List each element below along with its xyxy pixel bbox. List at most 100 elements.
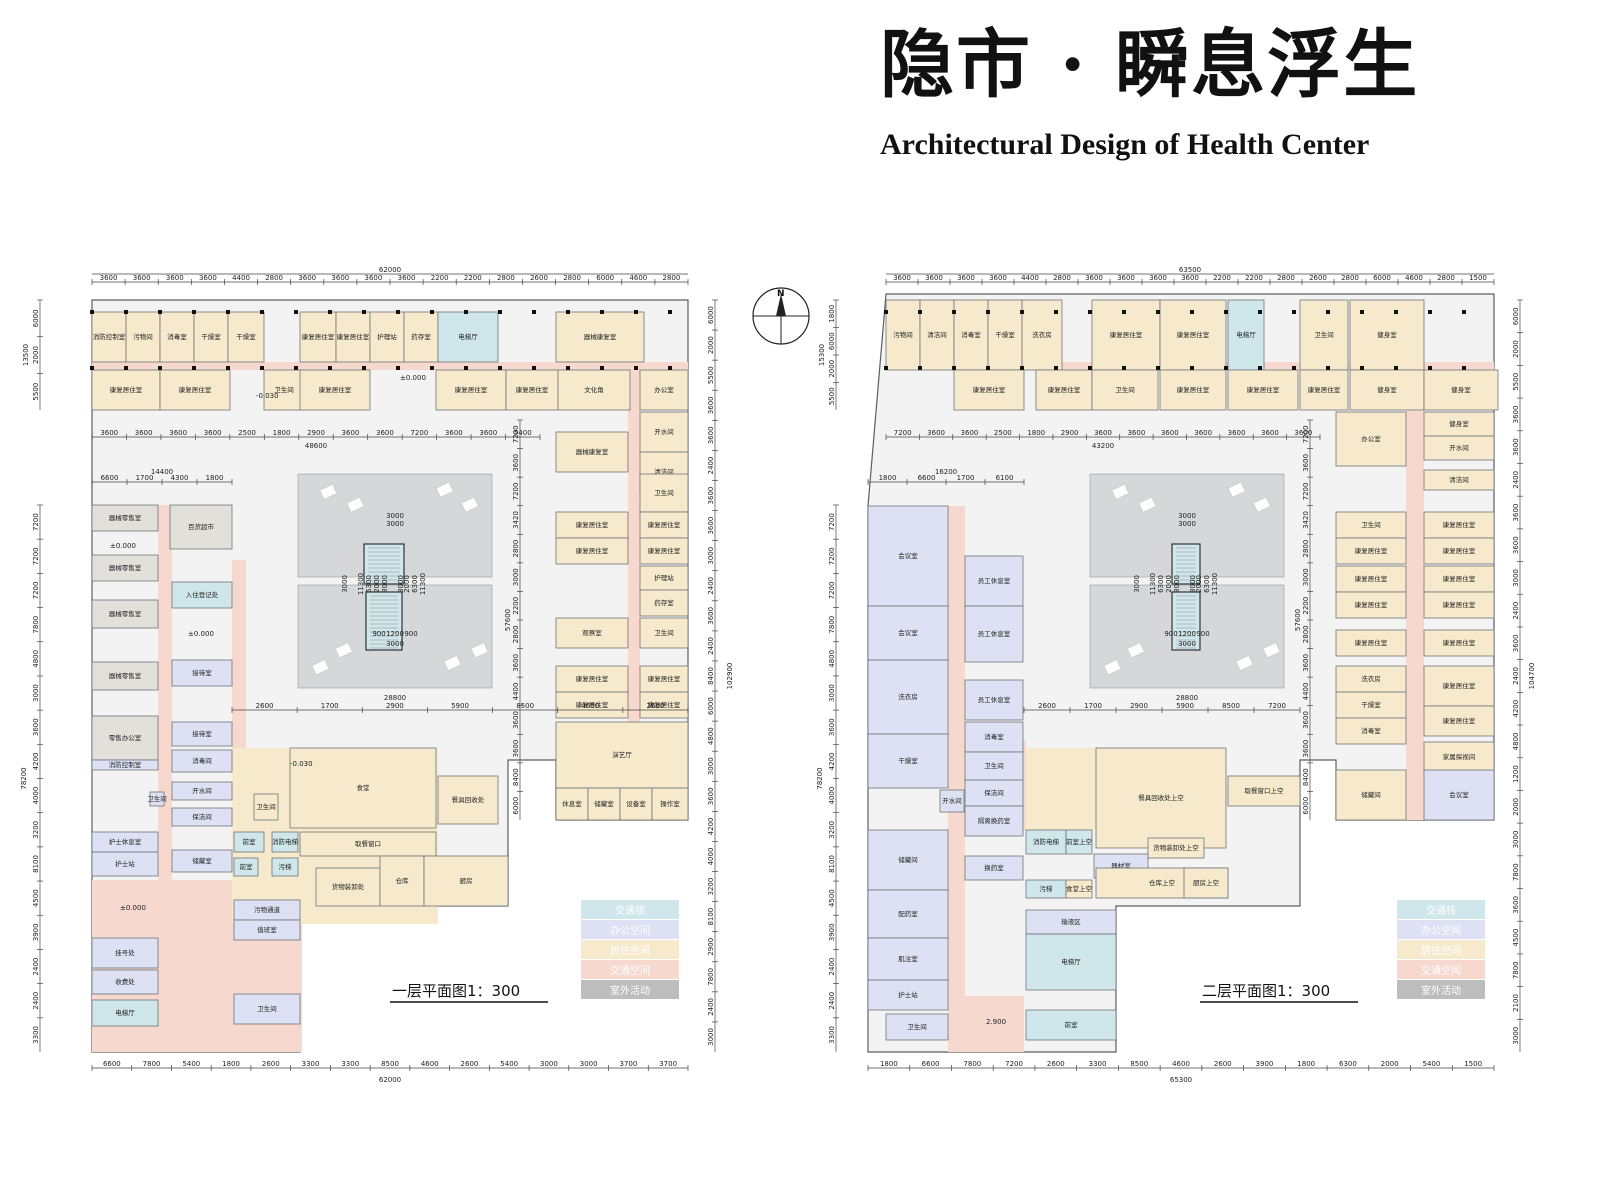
dimension-label: 3200	[32, 821, 40, 839]
dimension-label: 2400	[32, 992, 40, 1010]
courtyard	[297, 473, 493, 689]
room-label: 办公室	[654, 385, 674, 394]
room-label: 康复居住室	[1355, 546, 1388, 555]
dimension-total: 78200	[20, 767, 28, 789]
dimension-label: 3600	[1512, 406, 1520, 424]
dimension-label: 6600	[101, 474, 119, 482]
dimension-label: 7200	[1005, 1060, 1023, 1068]
room: 前室	[1025, 1009, 1117, 1041]
dimension-label: 900	[404, 630, 417, 638]
dimension-total: 48600	[305, 442, 327, 450]
dimension-label: 3600	[512, 740, 520, 758]
dimension-label: 3600	[1512, 438, 1520, 456]
room-label: 干燥室	[236, 332, 256, 341]
dimension-label: 3600	[512, 454, 520, 472]
room-label: 保洁间	[192, 812, 212, 821]
room: 健身室	[1423, 411, 1495, 437]
dimension-label: 3600	[1094, 429, 1112, 437]
dimension-label: 6000	[828, 332, 836, 350]
room-label: 零售办公室	[109, 733, 142, 742]
elevation-label: ±0.000	[110, 542, 136, 550]
legend-label: 居住空间	[1421, 944, 1461, 957]
dimension-label: 1800	[206, 474, 224, 482]
room: 员工休息室	[964, 605, 1024, 663]
dimension-label: 3600	[1302, 740, 1310, 758]
room-label: 卫生间	[907, 1022, 927, 1031]
room-label: 健身室	[1449, 419, 1469, 428]
dimension-label: 8400	[1302, 768, 1310, 786]
dimension-label: 3000	[1302, 568, 1310, 586]
dimension-label: 11300	[419, 573, 427, 595]
dimension-label: 4000	[828, 787, 836, 805]
room-label: 仓库上空	[1149, 878, 1176, 887]
dimension-label: 5500	[707, 366, 715, 384]
dimension-label: 3000	[1173, 575, 1181, 593]
room: 休息室	[555, 787, 589, 821]
room: 电梯厅	[437, 311, 499, 363]
dimension-label: 7800	[828, 616, 836, 634]
room-label: 清洁间	[1449, 475, 1469, 484]
room-label: 卫生间	[257, 1004, 277, 1013]
room: 消毒间	[171, 749, 233, 773]
dimension-label: 4500	[32, 889, 40, 907]
room: 餐具回收处上空	[1095, 747, 1227, 849]
room-label: 卫生间	[984, 761, 1004, 770]
room: 储藏室	[587, 787, 621, 821]
dimension-label: 2400	[1512, 667, 1520, 685]
room: 入住登记处	[171, 581, 233, 609]
dimension-label: 3600	[1085, 274, 1103, 282]
room: 康复居住室	[299, 311, 337, 363]
dimension-label: 8400	[707, 667, 715, 685]
room: 货物装卸处	[315, 867, 381, 907]
room: 康复居住室	[555, 691, 629, 719]
elevation-label: 2.900	[986, 1018, 1006, 1026]
room: 康复居住室	[1423, 665, 1495, 707]
stair-core	[1171, 591, 1201, 651]
room: 会议室	[867, 505, 949, 607]
room-label: 干燥室	[1361, 700, 1381, 709]
dimension-label: 4600	[1405, 274, 1423, 282]
room: 康复居住室	[159, 369, 231, 411]
room-label: 器械康复室	[576, 447, 609, 456]
room: 卫生间	[1091, 369, 1159, 411]
room: 康复居住室	[1423, 565, 1495, 593]
room-label: 护士站	[898, 990, 918, 999]
room-label: 挂号处	[115, 948, 135, 957]
room-label: 员工休息室	[978, 629, 1011, 638]
room: 康复居住室	[953, 369, 1025, 411]
room: 康复居住室	[1335, 629, 1407, 657]
dimension-label: 2200	[1213, 274, 1231, 282]
dimension-label: 2900	[307, 429, 325, 437]
room-label: 储藏间	[898, 855, 918, 864]
dimension-label: 5900	[451, 702, 469, 710]
dimension-label: 5400	[182, 1060, 200, 1068]
room: 康复居住室	[639, 665, 689, 693]
room-label: 护士休息室	[109, 837, 142, 846]
room: 卫生间	[639, 617, 689, 649]
dimension-label: 1800	[273, 429, 291, 437]
room-label: 康复居住室	[179, 385, 212, 394]
room-label: 康复居住室	[648, 546, 681, 555]
room: 消毒室	[1335, 717, 1407, 745]
room: 污梯	[1025, 879, 1067, 899]
room-label: 污物间	[133, 332, 153, 341]
room: 收费处	[91, 969, 159, 995]
room-label: 健身室	[1377, 385, 1397, 394]
dimension-label: 3600	[1512, 634, 1520, 652]
room-label: 康复居住室	[1443, 520, 1476, 529]
dimension-label: 8100	[32, 855, 40, 873]
dimension-label: 3300	[302, 1060, 320, 1068]
room: 电梯厅	[91, 999, 159, 1027]
dimension-label: 4800	[707, 727, 715, 745]
dimension-label: 2000	[1195, 575, 1203, 593]
room: 康复居住室	[1423, 537, 1495, 565]
room-label: 康复居住室	[576, 520, 609, 529]
dimension-label: 6000	[512, 797, 520, 815]
dimension-label: 3600	[925, 274, 943, 282]
legend-item: 办公空间	[581, 920, 679, 939]
room-label: 演艺厅	[612, 750, 632, 759]
dimension-label: 3600	[1261, 429, 1279, 437]
room: 消防电梯	[1025, 829, 1067, 855]
room-label: 药存室	[411, 332, 431, 341]
